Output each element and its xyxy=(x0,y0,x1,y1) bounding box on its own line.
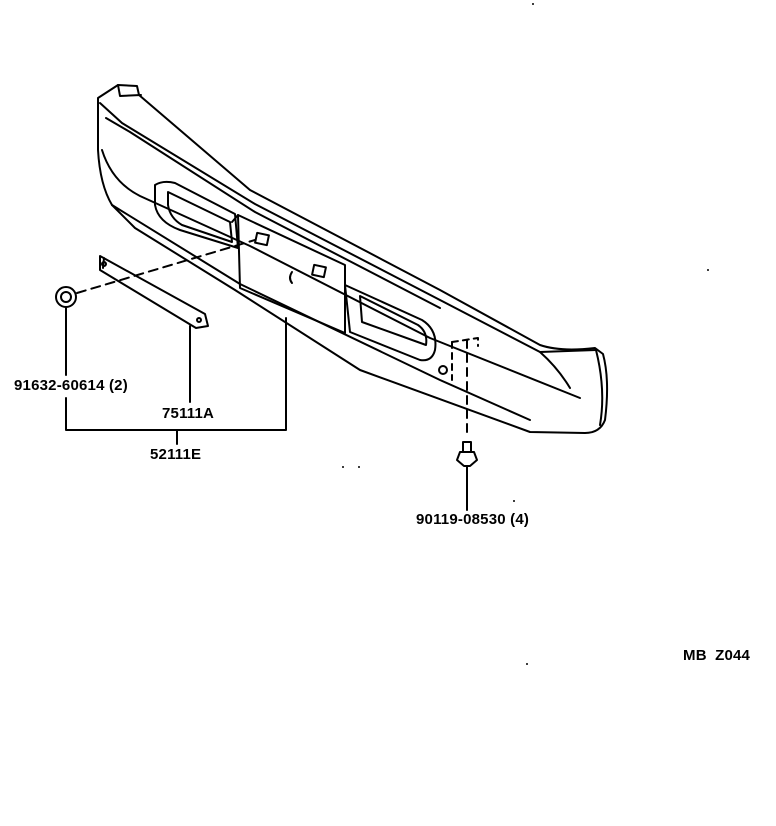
bumper-body xyxy=(97,84,609,434)
alignment-line-nut xyxy=(76,239,256,294)
bumper-bracket xyxy=(99,255,209,329)
license-plate-recess xyxy=(231,214,346,334)
alignment-line-bolt xyxy=(438,337,479,436)
bolt-fastener xyxy=(456,441,478,511)
part-label-75111a: 75111A xyxy=(162,405,215,422)
part-label-91632-60614: 91632-60614 (2) xyxy=(14,377,128,394)
leader-lines xyxy=(65,307,287,445)
diagram-reference-code: MB Z044 xyxy=(683,647,751,664)
right-vent-slot xyxy=(344,284,437,362)
part-label-52111e: 52111E xyxy=(150,446,202,463)
nut-fastener xyxy=(55,286,77,308)
part-label-90119-08530: 90119-08530 (4) xyxy=(416,511,530,528)
specks xyxy=(342,3,709,665)
